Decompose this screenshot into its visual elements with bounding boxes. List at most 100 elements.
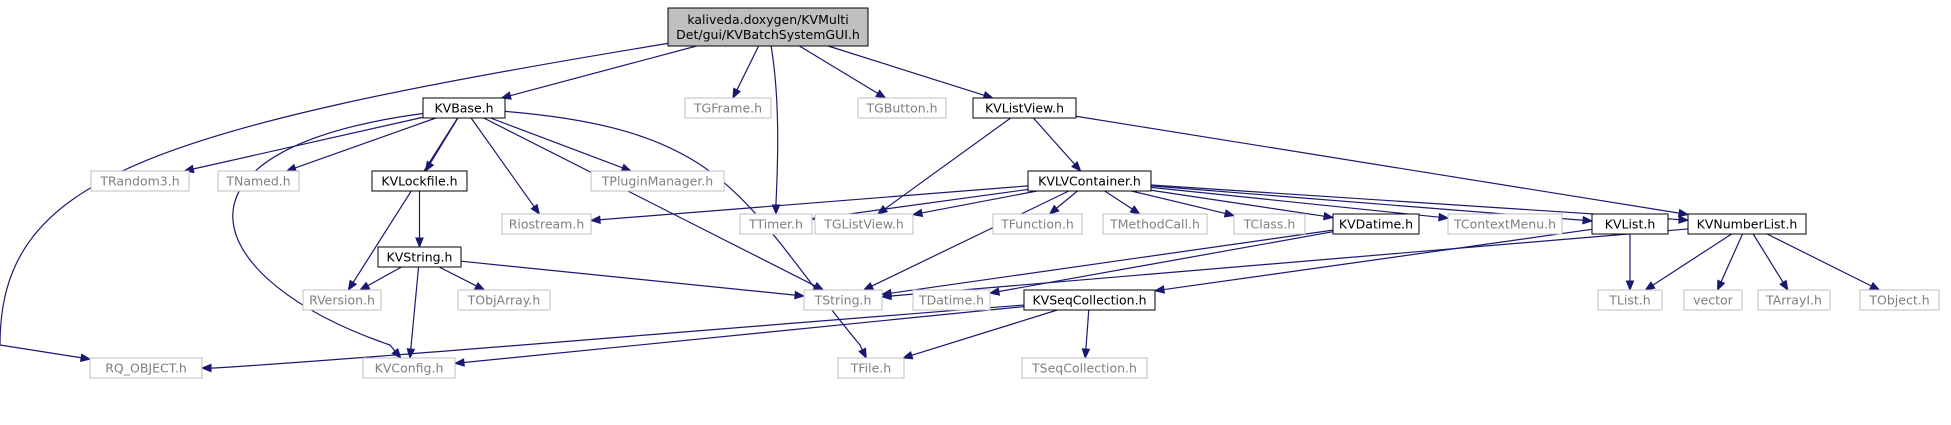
edge-line [211, 304, 1025, 369]
node-label: KVSeqCollection.h [1032, 293, 1146, 308]
edge-kvstring-to-rversion [358, 266, 402, 291]
node-label: KVConfig.h [375, 361, 444, 376]
node-label: TRandom3.h [99, 174, 179, 189]
arrowhead-icon [79, 353, 92, 362]
edges-layer [0, 42, 1881, 373]
node-tnamed: TNamed.h [217, 170, 300, 192]
node-kvlvcontainer[interactable]: KVLVContainer.h [1027, 170, 1152, 192]
arrowhead-icon [589, 215, 601, 225]
node-label: TGListView.h [823, 217, 904, 232]
node-label: TObjArray.h [467, 293, 541, 308]
edge-line [352, 117, 459, 283]
arrowhead-icon [1677, 208, 1690, 218]
edge-kvnumberlist-to-tlist [1644, 233, 1732, 291]
node-rq_object: RQ_OBJECT.h [89, 357, 203, 379]
node-label: KVBase.h [434, 101, 493, 116]
edge-kvlvcontainer-to-tmethodcall [1104, 190, 1141, 215]
node-box [1023, 289, 1156, 311]
node-box [1683, 289, 1743, 311]
node-label: KVString.h [387, 250, 453, 265]
arrowhead-icon [901, 351, 914, 360]
edge-line [921, 190, 1038, 214]
node-box [362, 357, 456, 379]
edge-line [890, 228, 1689, 297]
arrowhead-icon [1322, 211, 1335, 221]
edge-kvlistview-to-kvnumberlist [1075, 115, 1690, 218]
arrowhead-icon [732, 87, 742, 100]
edge-kvstring-to-tstring [460, 260, 806, 300]
arrowhead-icon [358, 281, 371, 291]
node-label: TGFrame.h [693, 101, 762, 116]
node-label: TPluginManager.h [601, 174, 713, 189]
node-kvconfig: KVConfig.h [362, 357, 456, 379]
edge-kvlvcontainer-to-tstring [862, 190, 1070, 291]
node-label: TList.h [1608, 293, 1650, 308]
edge-line [1652, 233, 1732, 286]
node-box [1687, 213, 1807, 235]
node-label: kaliveda.doxygen/KVMulti [687, 12, 848, 27]
edge-line [232, 112, 424, 352]
edge-kvseqcollection-to-rq_object [200, 304, 1025, 373]
node-label: Det/gui/KVBatchSystemGUI.h [676, 27, 860, 42]
node-tmethodcall: TMethodCall.h [1102, 213, 1208, 235]
edge-root-to-kvlistview [827, 45, 995, 100]
node-box [739, 213, 813, 235]
node-kvlist[interactable]: KVList.h [1591, 213, 1669, 235]
edge-kvdatime-to-tdatime [988, 231, 1334, 296]
edge-kvlvcontainer-to-riostream [589, 185, 1029, 225]
edge-kvbase-to-tpluginmanager [490, 117, 633, 172]
arrowhead-icon [862, 281, 875, 291]
node-kvlistview[interactable]: KVListView.h [972, 97, 1077, 119]
node-label: TGButton.h [865, 101, 937, 116]
edge-line [871, 190, 1070, 287]
node-root[interactable]: kaliveda.doxygen/KVMultiDet/gui/KVBatchS… [667, 7, 869, 47]
edge-line [1150, 186, 1440, 218]
node-kvdatime[interactable]: KVDatime.h [1332, 213, 1420, 235]
node-kvlockfile[interactable]: KVLockfile.h [371, 170, 468, 192]
edge-kvseqcollection-to-tseqcollection [1081, 309, 1091, 360]
edge-line [770, 45, 779, 205]
arrowhead-icon [1071, 161, 1082, 173]
node-label: TTimer.h [748, 217, 803, 232]
node-box [1021, 357, 1148, 379]
arrowhead-icon [875, 89, 887, 99]
arrowhead-icon [620, 163, 633, 172]
node-kvnumberlist[interactable]: KVNumberList.h [1687, 213, 1807, 235]
node-label: TArrayI.h [1765, 293, 1822, 308]
arrowhead-icon [1129, 205, 1141, 215]
edge-root-to-rq_object [0, 42, 669, 362]
edge-kvnumberlist-to-tstring [880, 228, 1689, 301]
arrowhead-icon [1678, 215, 1690, 224]
node-rversion: RVersion.h [302, 289, 382, 311]
node-box [1597, 289, 1663, 311]
edge-kvbase-to-trandom3 [183, 116, 424, 174]
edge-kvseqcollection-to-tfile [901, 309, 1058, 360]
arrowhead-icon [500, 91, 512, 100]
edge-line [1752, 233, 1784, 283]
node-tstring: TString.h [803, 289, 883, 311]
node-box [217, 170, 300, 192]
node-tseqcollection: TSeqCollection.h [1021, 357, 1148, 379]
node-kvseqcollection[interactable]: KVSeqCollection.h [1023, 289, 1156, 311]
edge-kvbase-to-rversion [347, 117, 459, 292]
node-ttimer: TTimer.h [739, 213, 813, 235]
node-label: KVLockfile.h [381, 174, 457, 189]
nodes-layer: kaliveda.doxygen/KVMultiDet/gui/KVBatchS… [89, 7, 1940, 379]
node-box [422, 97, 506, 119]
node-riostream: Riostream.h [501, 213, 592, 235]
node-box [1757, 289, 1831, 311]
node-kvstring[interactable]: KVString.h [377, 246, 462, 268]
node-kvbase[interactable]: KVBase.h [422, 97, 506, 119]
node-box [1859, 289, 1940, 311]
edge-line [1163, 228, 1593, 291]
edge-kvseqcollection-to-kvconfig [453, 305, 1025, 367]
node-box [857, 97, 947, 119]
edge-kvlockfile-to-kvstring [415, 191, 424, 249]
edge-root-to-ttimer [770, 45, 781, 216]
node-label: KVDatime.h [1339, 217, 1413, 232]
node-box [501, 213, 592, 235]
node-tfunction: TFunction.h [992, 213, 1083, 235]
node-box [1332, 213, 1420, 235]
node-label: RQ_OBJECT.h [105, 361, 187, 376]
node-label: TSeqCollection.h [1031, 361, 1137, 376]
